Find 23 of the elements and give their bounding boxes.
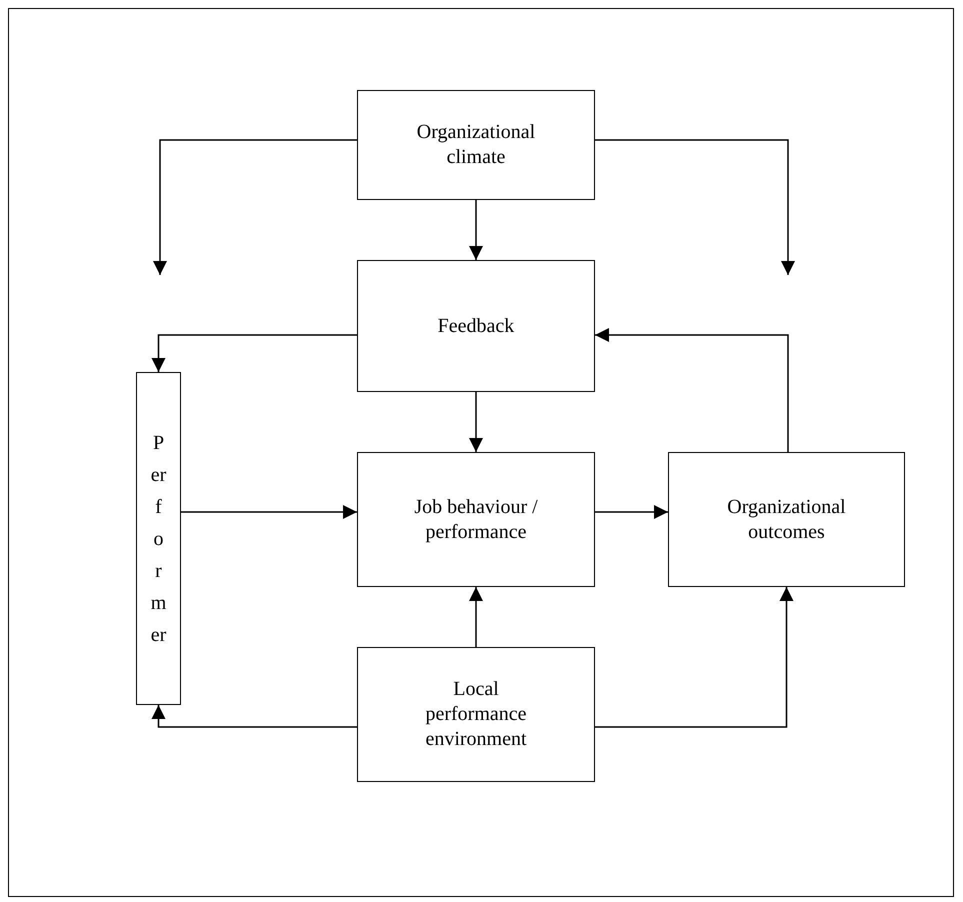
arrow [469,392,483,452]
arrow [595,505,668,519]
arrow [469,587,483,647]
process-box [357,452,595,587]
process-box [668,452,905,587]
arrow [152,705,357,728]
node-label: Job behaviour / performance [413,494,539,544]
arrow [595,328,789,452]
node-label: Performer [150,430,166,648]
process-box [357,647,595,782]
arrow [595,587,794,728]
process-box [357,260,595,392]
arrow [595,139,795,275]
arrow [469,200,483,260]
node-label: Organizational climate [416,120,536,170]
process-box [136,372,181,705]
node-label: Organizational outcomes [726,494,847,544]
node-label: Local performance environment [424,677,528,752]
arrow [153,139,357,275]
arrow [152,334,357,372]
node-label: Feedback [438,314,514,338]
arrow [181,505,357,519]
process-box [357,90,595,200]
